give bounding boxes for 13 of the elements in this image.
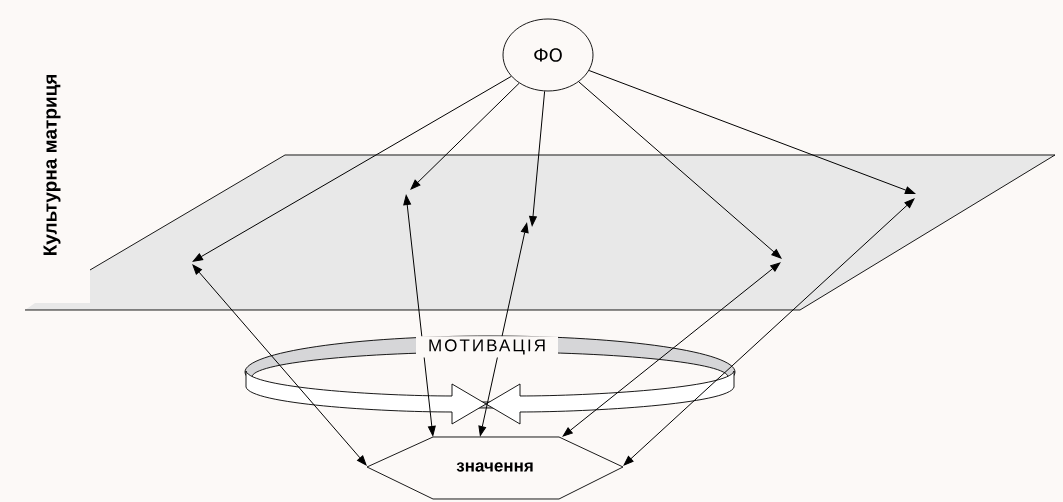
hexagon: значення xyxy=(366,436,624,500)
arrow xyxy=(478,222,529,437)
arrow xyxy=(192,75,512,262)
plane: Культурна матриця xyxy=(24,74,1056,311)
arrow xyxy=(410,82,520,190)
arrow xyxy=(529,90,546,227)
ring-label: МОТИВАЦІЯ xyxy=(416,336,558,358)
arrow xyxy=(623,198,915,466)
arrow xyxy=(562,262,781,437)
arrow xyxy=(588,70,916,194)
arrow xyxy=(578,81,782,259)
arrow xyxy=(192,264,367,466)
arrow xyxy=(403,194,436,437)
